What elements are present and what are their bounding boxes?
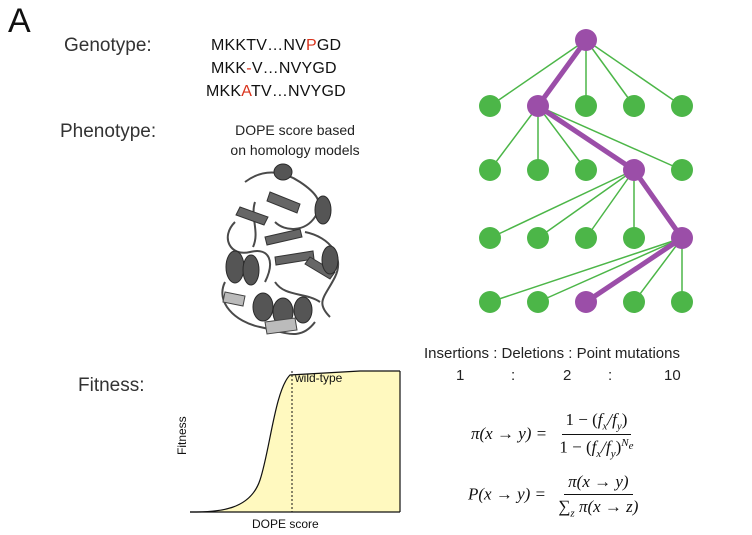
dope-score-x-axis-label: DOPE score [252,517,319,531]
sequence-1: MKKTV…NVPGD [211,37,342,54]
phenotype-line-1: DOPE score based [235,122,355,138]
fitness-label: Fitness: [78,375,145,396]
phenotype-description: DOPE score based on homology models [200,120,390,160]
wild-type-label: wild-type [294,371,343,385]
ratio-sep-2: : [608,367,613,384]
fitness-curve-plot: wild-type Fitness DOPE score [175,370,401,531]
ratio-sep-1: : [511,367,516,384]
protein-structure-image [221,163,340,335]
ratio-deletions: 2 [563,367,572,384]
pi-formula: π(x → y) = 1 − (fx/fy) 1 − (fx/fy)Ne [471,410,634,461]
fitness-curve-line [189,370,400,513]
tree-edges-green [489,39,683,303]
selected-path-purple [535,37,685,305]
sequence-2: MKK-V…NVYGD [211,60,337,77]
panel-label: A [8,2,31,40]
fitness-y-axis-label: Fitness [175,416,189,455]
mutation-tree-diagram [479,29,693,313]
tree-nodes-purple [527,29,693,313]
mutation-ratio-header: Insertions : Deletions : Point mutations [424,345,680,362]
genotype-label: Genotype: [64,35,152,56]
ratio-point-mutations: 10 [664,367,681,384]
fitness-curve-fill [190,371,400,512]
sequence-3: MKKATV…NVYGD [206,83,346,100]
p-formula: P(x → y) = π(x → y) ∑z π(x → z) [468,472,639,520]
phenotype-line-2: on homology models [230,142,360,158]
phenotype-label: Phenotype: [60,121,157,142]
tree-nodes-green [479,95,693,313]
ratio-insertions: 1 [456,367,465,384]
